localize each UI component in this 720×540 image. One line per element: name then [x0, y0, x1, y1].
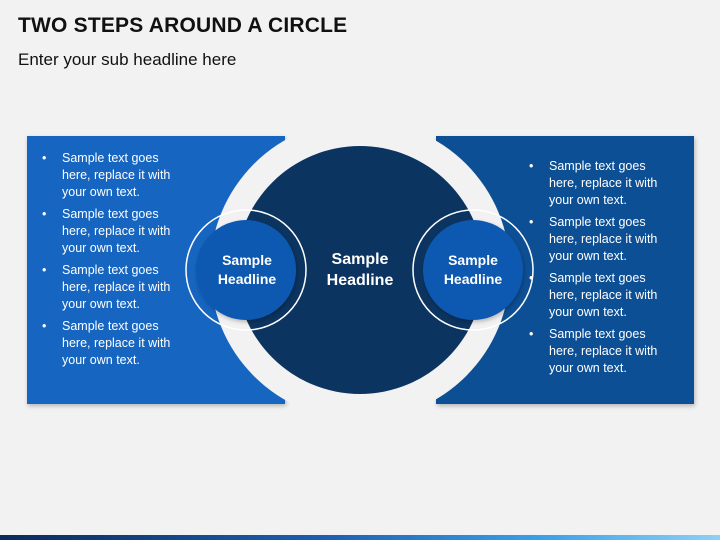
center-circle	[236, 146, 484, 394]
center-circle-label: Sample Headline	[326, 251, 394, 289]
small-circle-left	[196, 220, 296, 320]
page-subtitle: Enter your sub headline here	[18, 50, 237, 69]
left-bullet-list: Sample text goes here, replace it with y…	[38, 150, 188, 374]
left-bullet-item: Sample text goes here, replace it with y…	[38, 262, 188, 313]
small-circle-right-label: Sample Headline	[443, 252, 503, 287]
right-bullet-item: Sample text goes here, replace it with y…	[525, 326, 675, 377]
small-circle-left-label: Sample Headline	[217, 252, 277, 287]
bottom-accent-bar	[0, 535, 720, 540]
right-bullet-list: Sample text goes here, replace it with y…	[525, 158, 675, 382]
right-ring-outer-arc	[412, 209, 474, 331]
left-bullet-item: Sample text goes here, replace it with y…	[38, 150, 188, 201]
left-bullet-item: Sample text goes here, replace it with y…	[38, 206, 188, 257]
right-bullet-item: Sample text goes here, replace it with y…	[525, 214, 675, 265]
left-ring-outer-arc	[245, 209, 307, 331]
small-circle-right	[423, 220, 523, 320]
right-bullet-item: Sample text goes here, replace it with y…	[525, 270, 675, 321]
page-title: TWO STEPS AROUND A CIRCLE	[18, 14, 348, 37]
left-bullet-item: Sample text goes here, replace it with y…	[38, 318, 188, 369]
right-bullet-item: Sample text goes here, replace it with y…	[525, 158, 675, 209]
